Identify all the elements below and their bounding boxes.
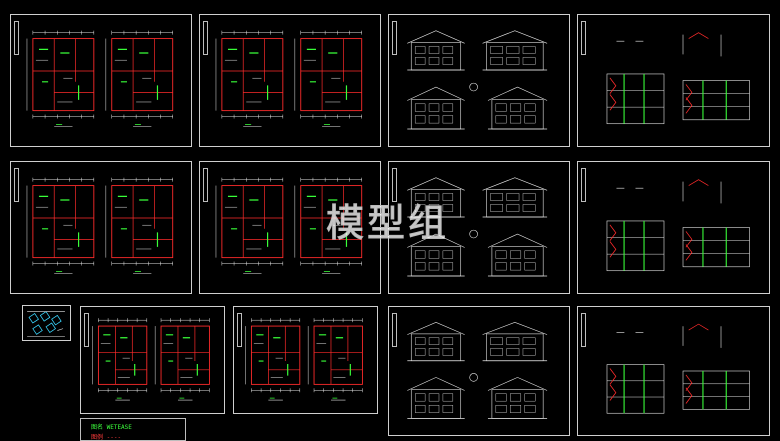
drawing-sheet-sections-2[interactable] <box>577 161 770 294</box>
floor-plan-drawing <box>215 177 363 274</box>
floor-plan-drawing <box>215 30 363 127</box>
drawing-sheet-sections-1[interactable] <box>577 14 770 147</box>
floor-plan-drawing <box>26 30 174 127</box>
drawing-sheet-floor-plans-4[interactable] <box>199 161 381 294</box>
drawing-sheet-elevations-1[interactable] <box>388 14 570 147</box>
drawing-sheet-floor-plans-2[interactable] <box>199 14 381 147</box>
drawing-sheet-floor-plans-1[interactable] <box>10 14 192 147</box>
elevation-drawing <box>407 177 548 277</box>
title-strip <box>581 313 586 347</box>
detail-thumbnail[interactable] <box>22 305 71 341</box>
drawing-sheet-floor-plans-5[interactable] <box>80 306 225 414</box>
title-strip <box>392 313 397 347</box>
watermark-text: 模型组 <box>325 201 450 246</box>
section-drawing <box>606 179 750 272</box>
title-strip <box>203 168 208 202</box>
floor-plan-drawing <box>245 318 363 401</box>
title-strip <box>581 168 586 202</box>
title-strip <box>392 168 397 202</box>
drawing-sheet-floor-plans-3[interactable] <box>10 161 192 294</box>
title-strip <box>237 313 242 347</box>
detail-sketch <box>27 311 65 337</box>
floor-plan-drawing <box>92 318 210 401</box>
title-strip <box>392 21 397 55</box>
floor-plan-drawing <box>26 177 174 274</box>
legend-line-1: 图名 WETEASE <box>91 424 132 431</box>
title-strip <box>203 21 208 55</box>
title-strip <box>84 313 89 347</box>
drawing-sheet-elevations-3[interactable] <box>388 306 570 436</box>
drawing-sheet-floor-plans-6[interactable] <box>233 306 378 414</box>
legend-line-2: 图例 ---- <box>91 434 122 441</box>
elevation-drawing <box>407 322 548 419</box>
title-strip <box>14 21 19 55</box>
drawing-sheet-sections-3[interactable] <box>577 306 770 436</box>
section-drawing <box>606 323 750 414</box>
elevation-drawing <box>407 30 548 130</box>
title-strip <box>581 21 586 55</box>
title-strip <box>14 168 19 202</box>
legend-box: 图名 WETEASE 图例 ---- <box>80 418 186 441</box>
section-drawing <box>606 32 750 125</box>
drawing-sheet-elevations-2[interactable] <box>388 161 570 294</box>
